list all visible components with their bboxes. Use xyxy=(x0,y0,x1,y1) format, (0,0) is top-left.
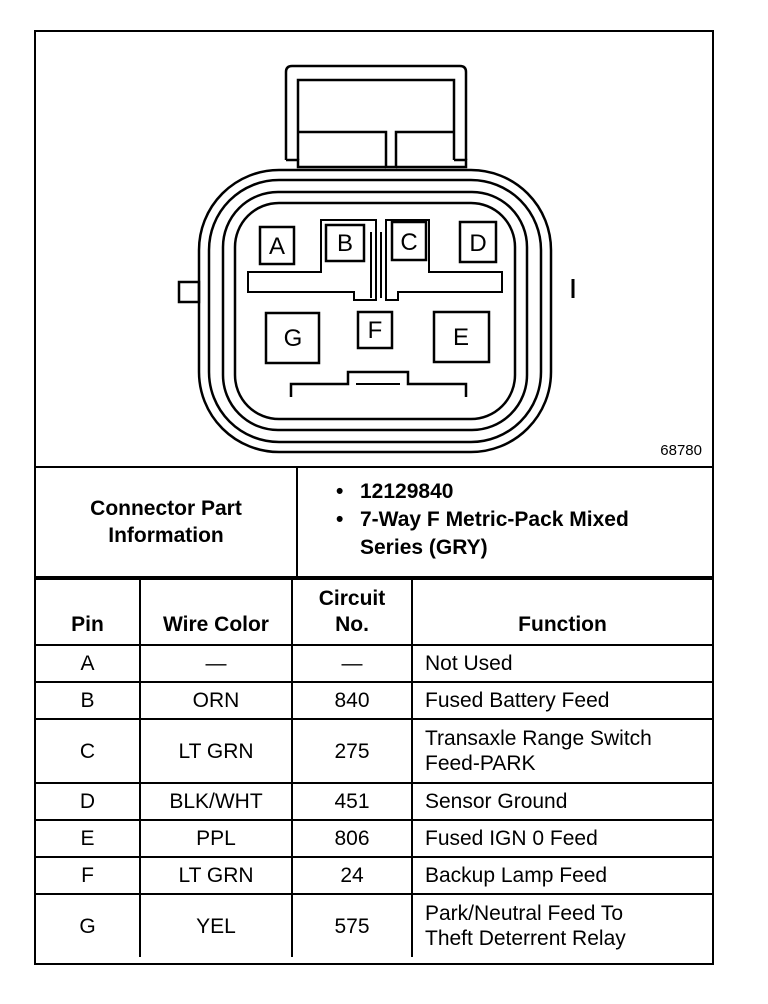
terminal-label-a: A xyxy=(269,233,285,260)
function-line1: Sensor Ground xyxy=(425,790,568,813)
wire-color-cell: ORN xyxy=(139,681,293,720)
pin-cell: A xyxy=(36,644,141,683)
housing-outer xyxy=(197,168,553,454)
header-function: Function xyxy=(411,578,712,646)
circuit-cell: 806 xyxy=(291,819,413,858)
function-cell: Fused IGN 0 Feed xyxy=(411,819,712,858)
header-wire-color: Wire Color xyxy=(139,578,293,646)
function-cell: Backup Lamp Feed xyxy=(411,856,712,895)
function-line2: Feed-PARK xyxy=(425,752,536,775)
pinout-header-row: Pin Wire Color Circuit No. Function xyxy=(36,578,712,646)
circuit-cell: — xyxy=(291,644,413,683)
connector-sheet: A B C D E F G 68780 Connector Part Infor… xyxy=(34,30,714,965)
terminal-label-c: C xyxy=(400,229,417,256)
table-row: A — — Not Used xyxy=(36,644,712,683)
function-line1: Park/Neutral Feed To xyxy=(425,902,624,925)
table-row: D BLK/WHT 451 Sensor Ground xyxy=(36,782,712,821)
header-circuit-line1: Circuit xyxy=(318,587,386,610)
connector-diagram: A B C D E F G 68780 xyxy=(36,32,712,468)
table-row: E PPL 806 Fused IGN 0 Feed xyxy=(36,819,712,858)
bullet-icon: • xyxy=(336,508,344,531)
terminal-label-g: G xyxy=(284,325,303,352)
table-row: B ORN 840 Fused Battery Feed xyxy=(36,681,712,720)
cavity-f xyxy=(356,310,394,350)
circuit-cell: 275 xyxy=(291,718,413,784)
pin-cell: F xyxy=(36,856,141,895)
latch-outer xyxy=(284,64,468,160)
pin-cell: C xyxy=(36,718,141,784)
cavity-a xyxy=(258,225,296,266)
cavity-b xyxy=(324,223,366,263)
function-cell: Transaxle Range Switch Feed-PARK xyxy=(411,718,712,784)
function-cell: Fused Battery Feed xyxy=(411,681,712,720)
pinout-table: Pin Wire Color Circuit No. Function A — … xyxy=(36,578,712,957)
table-row: G YEL 575 Park/Neutral Feed To Theft Det… xyxy=(36,893,712,957)
part-info-section: Connector Part Information • 12129840 • 7-… xyxy=(36,468,712,578)
function-cell: Not Used xyxy=(411,644,712,683)
terminal-label-e: E xyxy=(453,324,469,351)
side-tab-left xyxy=(177,280,201,304)
part-description-line2: Series (GRY) xyxy=(360,536,488,559)
pin-cell: B xyxy=(36,681,141,720)
part-info-label: Connector Part Information xyxy=(36,468,298,576)
cavity-c xyxy=(390,220,428,262)
circuit-cell: 840 xyxy=(291,681,413,720)
pin-cell: D xyxy=(36,782,141,821)
figure-id: 68780 xyxy=(660,442,702,459)
terminal-label-d: D xyxy=(469,230,486,257)
circuit-cell: 24 xyxy=(291,856,413,895)
function-line1: Fused IGN 0 Feed xyxy=(425,827,598,850)
part-number: 12129840 xyxy=(360,480,454,503)
part-info-label-line2: Information xyxy=(108,524,224,547)
part-info-label-line1: Connector Part xyxy=(90,497,242,520)
cavity-g xyxy=(264,311,321,365)
wire-color-cell: — xyxy=(139,644,293,683)
header-circuit: Circuit No. xyxy=(291,578,413,646)
function-line1: Not Used xyxy=(425,652,513,675)
header-circuit-line2: No. xyxy=(335,613,369,636)
function-line1: Backup Lamp Feed xyxy=(425,864,608,887)
function-cell: Park/Neutral Feed To Theft Deterrent Rel… xyxy=(411,893,712,957)
part-info-values: • 12129840 • 7-Way F Metric-Pack Mixed Ser… xyxy=(336,478,629,562)
bullet-icon: • xyxy=(336,480,344,503)
table-row: C LT GRN 275 Transaxle Range Switch Feed… xyxy=(36,718,712,784)
function-line2: Theft Deterrent Relay xyxy=(425,927,626,950)
latch-inner xyxy=(296,78,456,160)
terminal-label-b: B xyxy=(337,230,353,257)
cavity-d xyxy=(458,220,498,264)
function-line1: Transaxle Range Switch xyxy=(425,727,652,750)
circuit-cell: 451 xyxy=(291,782,413,821)
pin-cell: G xyxy=(36,893,141,957)
function-cell: Sensor Ground xyxy=(411,782,712,821)
wire-color-cell: LT GRN xyxy=(139,718,293,784)
table-row: F LT GRN 24 Backup Lamp Feed xyxy=(36,856,712,895)
wire-color-cell: LT GRN xyxy=(139,856,293,895)
terminal-label-f: F xyxy=(368,317,383,344)
pin-cell: E xyxy=(36,819,141,858)
circuit-cell: 575 xyxy=(291,893,413,957)
connector-face-drawing: A B C D E F G xyxy=(177,64,575,454)
wire-color-cell: PPL xyxy=(139,819,293,858)
wire-color-cell: YEL xyxy=(139,893,293,957)
function-line1: Fused Battery Feed xyxy=(425,689,610,712)
cavity-e xyxy=(432,310,491,364)
header-pin: Pin xyxy=(36,578,141,646)
wire-color-cell: BLK/WHT xyxy=(139,782,293,821)
part-description-line1: 7-Way F Metric-Pack Mixed xyxy=(360,508,629,531)
housing-inner xyxy=(233,201,517,421)
